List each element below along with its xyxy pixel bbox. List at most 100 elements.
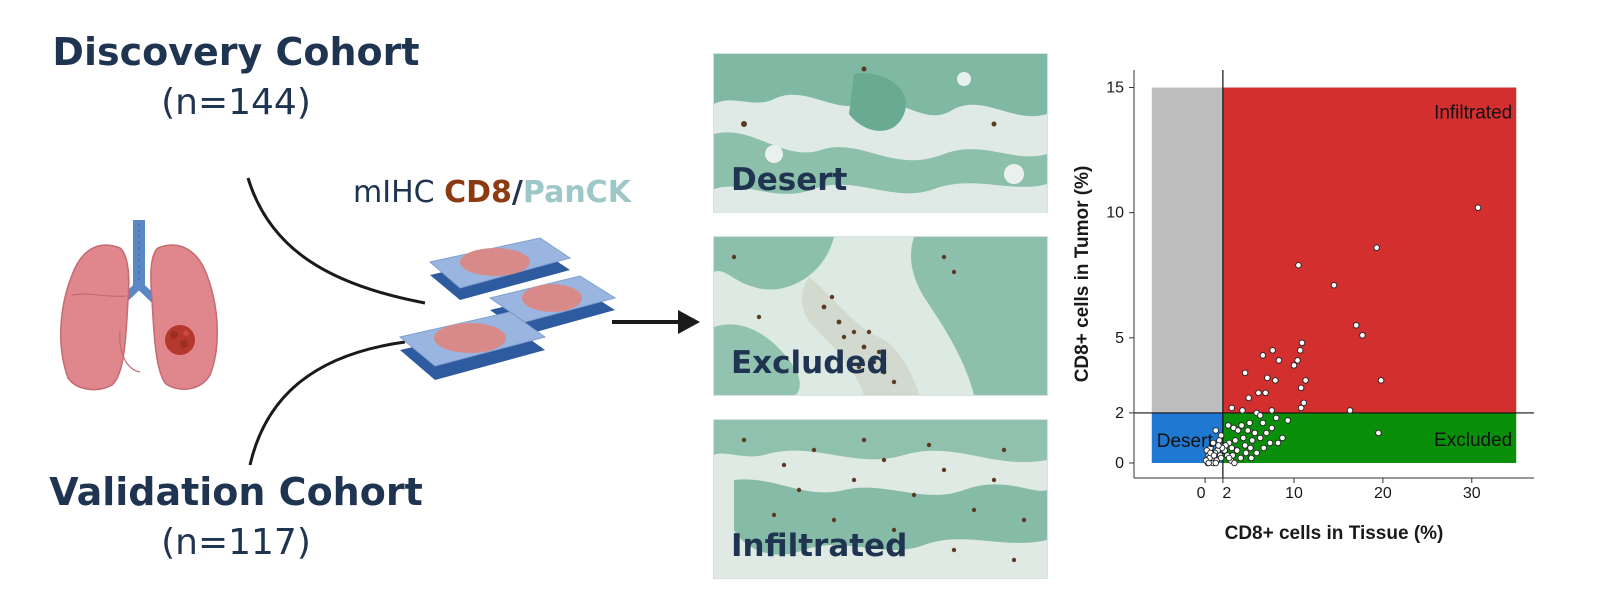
data-point [1240,434,1247,442]
stain-marker-cd8: CD8 [444,175,512,210]
data-point [1266,439,1274,447]
data-point [1300,399,1308,407]
x-tick-label: 30 [1463,485,1481,502]
data-point [1352,322,1360,329]
data-point [1263,429,1270,437]
data-point [1297,404,1305,412]
zones-group [1151,87,1517,463]
points-group [1202,204,1482,467]
panel-label-desert: Desert [731,162,848,198]
data-point [1375,429,1382,437]
data-point [1231,459,1238,467]
discovery-cohort-title: Discovery Cohort [52,30,420,74]
data-point [1295,261,1302,269]
excluded-histology-image [714,237,1047,395]
data-point [1272,377,1279,384]
data-point [1232,437,1239,444]
validation-cohort-title: Validation Cohort [49,470,423,514]
x-tick-label: 0 [1197,485,1206,502]
data-point [1246,419,1253,427]
data-point [1217,454,1225,462]
data-point [1233,447,1241,454]
infiltrated-histology-image [714,420,1047,578]
data-point [1268,407,1276,414]
data-point [1256,412,1264,419]
data-point [1294,357,1301,364]
data-point [1242,449,1250,457]
data-point [1205,459,1212,467]
zone-excluded [1222,412,1517,463]
x-tick-label: 20 [1374,485,1392,502]
panel-label-excluded: Excluded [731,345,889,381]
zone-infiltrated [1222,87,1517,413]
data-point [1262,389,1269,397]
data-point [1241,442,1249,449]
data-point [1228,404,1236,412]
x-tick-label: 2 [1222,485,1231,502]
y-tick-label: 15 [1106,80,1124,97]
data-point [1264,374,1271,382]
data-point [1247,444,1254,452]
lungs-icon [60,220,219,391]
data-point [1296,347,1304,354]
zone-label-excluded: Excluded [1434,430,1512,451]
data-point [1212,427,1220,434]
panel-label-infiltrated: Infiltrated [731,528,908,564]
stain-label: mIHC CD8/PanCK [353,175,631,210]
arrow-icon [612,310,700,334]
panel-desert: Desert [713,53,1048,213]
data-point [1377,377,1385,384]
data-point [1253,449,1260,457]
stain-separator: / [511,175,523,210]
data-point [1359,332,1366,339]
y-tick-label: 0 [1115,455,1124,472]
x-tick-label: 10 [1285,485,1303,502]
stain-marker-panck: PanCK [522,175,631,210]
desert-histology-image [714,54,1047,212]
data-point [1272,414,1280,422]
data-point [1237,454,1244,462]
data-point [1279,434,1286,442]
validation-cohort-n: (n=117) [161,522,311,563]
zone-desert-high [1151,87,1223,413]
data-point [1269,347,1276,354]
y-axis-title: CD8+ cells in Tumor (%) [1072,166,1093,383]
data-point [1251,429,1259,437]
y-tick-label: 2 [1115,405,1124,422]
data-point [1215,442,1222,449]
discovery-connector [246,177,426,305]
discovery-cohort-n: (n=144) [161,82,311,123]
x-axis-title: CD8+ cells in Tissue (%) [1225,523,1444,544]
panel-excluded: Excluded [713,236,1048,396]
data-point [1234,427,1242,434]
data-point [1248,454,1255,462]
y-tick-label: 5 [1115,330,1124,347]
data-point [1298,339,1306,347]
data-point [1330,282,1338,289]
workflow-illustration [60,177,700,466]
data-point [1474,204,1482,211]
data-point [1255,389,1262,397]
data-point [1245,394,1252,402]
zone-label-desert: Desert [1157,431,1214,452]
data-point [1241,369,1249,377]
data-point [1228,444,1236,452]
data-point [1248,437,1256,444]
data-point [1210,452,1218,459]
slides-icon [398,237,617,380]
data-point [1209,439,1217,447]
data-point [1259,419,1267,427]
data-point [1302,377,1309,384]
data-point [1256,434,1264,442]
data-point [1239,407,1246,414]
data-point [1212,459,1220,467]
data-point [1260,444,1268,452]
labels-group: CD8+ cells in Tissue (%) CD8+ cells in Tu… [1072,103,1512,544]
data-point [1297,384,1305,392]
data-point [1373,244,1380,251]
panel-infiltrated: Infiltrated [713,419,1048,579]
data-point [1346,407,1354,414]
data-point [1290,362,1298,369]
